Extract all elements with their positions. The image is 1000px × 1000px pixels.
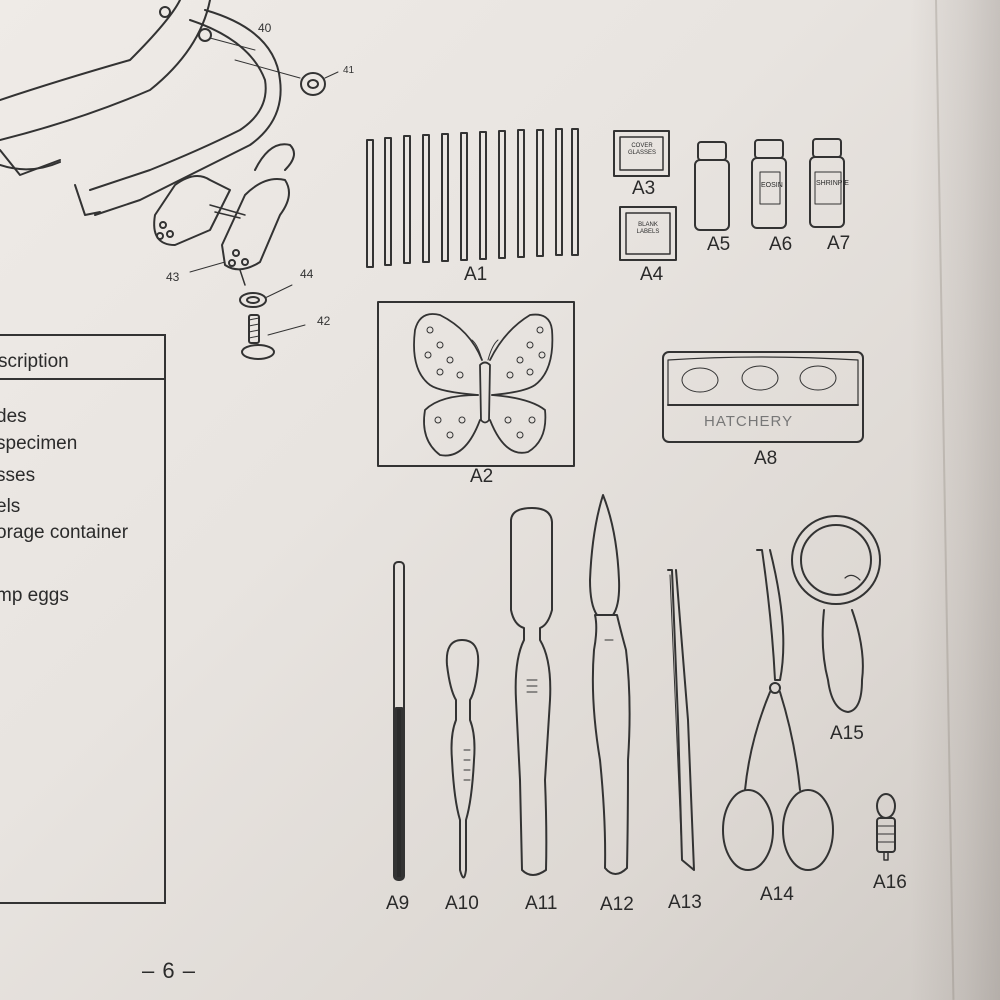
label-a10: A10 bbox=[445, 893, 479, 914]
spatula-drawing bbox=[510, 507, 553, 876]
blank-labels-text: BLANK LABELS bbox=[636, 222, 660, 235]
shrimp-text: SHRINP E bbox=[816, 180, 849, 187]
label-a3: A3 bbox=[632, 178, 656, 199]
callout-44: 44 bbox=[300, 267, 314, 281]
table-row: specimen bbox=[0, 433, 78, 454]
scalpel-drawing bbox=[589, 494, 631, 875]
label-a15: A15 bbox=[830, 723, 864, 744]
butterfly-drawing bbox=[413, 313, 554, 457]
label-a8: A8 bbox=[754, 448, 778, 469]
callout-43: 43 bbox=[166, 270, 180, 284]
table-row: orage container bbox=[0, 522, 129, 543]
blank-labels-box bbox=[619, 206, 677, 261]
butterfly-specimen-frame bbox=[377, 301, 575, 467]
callout-40: 40 bbox=[258, 21, 272, 35]
label-a2: A2 bbox=[470, 466, 494, 487]
table-header: scription bbox=[0, 336, 164, 380]
label-a13: A13 bbox=[668, 892, 702, 913]
label-a4: A4 bbox=[640, 264, 664, 285]
table-row: mp eggs bbox=[0, 585, 69, 606]
label-a6: A6 bbox=[769, 234, 793, 255]
table-row: els bbox=[0, 496, 21, 517]
eosin-text: EOSIN bbox=[761, 182, 783, 189]
label-a9: A9 bbox=[386, 893, 410, 914]
scissors-drawing bbox=[722, 549, 834, 871]
forceps-drawing bbox=[667, 569, 695, 871]
label-a16: A16 bbox=[873, 872, 907, 893]
hatchery-drawing bbox=[662, 351, 864, 443]
vials-drawing bbox=[694, 138, 845, 231]
page-number: – 6 – bbox=[142, 958, 196, 983]
magnifier-drawing bbox=[791, 515, 881, 713]
label-a7: A7 bbox=[827, 233, 851, 254]
hatchery-text: HATCHERY bbox=[704, 413, 794, 430]
microscope-arm-drawing bbox=[0, 0, 339, 360]
cover-glasses-text: COVER GLASSES bbox=[627, 143, 656, 156]
label-a12: A12 bbox=[600, 894, 634, 915]
label-a5: A5 bbox=[707, 234, 731, 255]
table-row: des bbox=[0, 406, 27, 427]
parts-description-table: scription des specimen sses els orage co… bbox=[0, 334, 166, 904]
pipette-drawing bbox=[445, 639, 480, 879]
label-a14: A14 bbox=[760, 884, 794, 905]
table-row: sses bbox=[0, 465, 36, 486]
dropper-rod-drawing bbox=[393, 561, 405, 881]
label-a11: A11 bbox=[525, 893, 558, 914]
label-a1: A1 bbox=[464, 264, 488, 285]
callout-42: 42 bbox=[317, 314, 331, 328]
callout-41: 41 bbox=[343, 65, 355, 76]
slides-drawing bbox=[366, 128, 579, 268]
cover-glasses-box bbox=[613, 130, 670, 177]
bulb-drawing bbox=[876, 793, 896, 861]
